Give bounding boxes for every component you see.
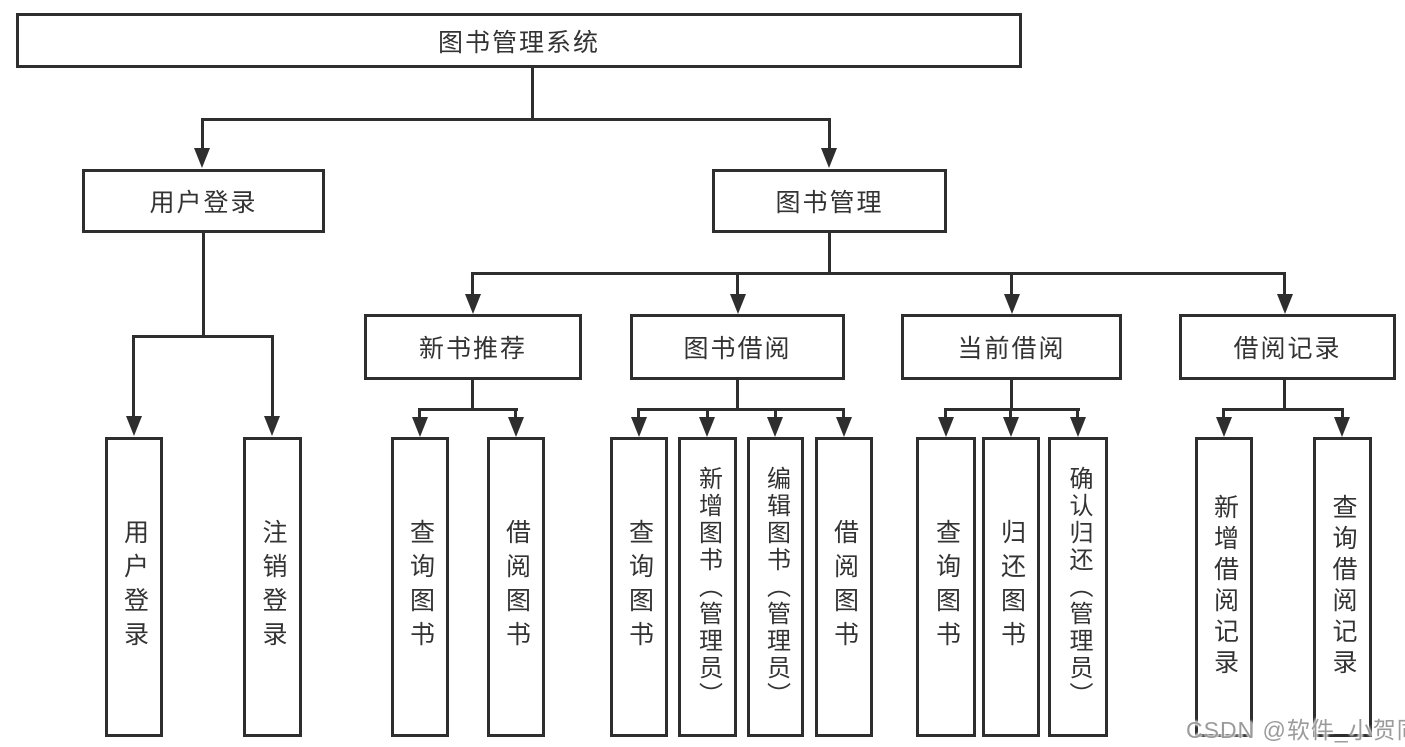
leaf-query-record-label: 查询借阅记录 [1329,494,1357,680]
arrowhead-down-icon [836,417,852,437]
connector-line [944,408,1080,411]
leaf-add-book-label: 新增图书（管理员） [694,465,722,709]
arrowhead-down-icon [264,416,280,436]
leaf-user-login-label: 用户登录 [120,519,149,655]
arrowhead-down-icon [412,417,428,437]
node-current-borrow-label: 当前借阅 [957,335,1066,363]
arrowhead-down-icon [730,294,746,314]
connector-line [471,378,474,411]
connector-line [1283,378,1286,411]
leaf-add-record-label: 新增借阅记录 [1210,494,1239,680]
connector-line [637,408,640,419]
leaf-query-book-2-label: 查询图书 [625,519,654,655]
arrowhead-down-icon [1216,417,1232,437]
connector-line [271,335,274,418]
connector-line [1222,408,1225,419]
leaf-query-book-1-label: 查询图书 [406,519,435,655]
connector-line [736,272,739,296]
arrowhead-down-icon [1004,294,1020,314]
node-new-book-rec-label: 新书推荐 [418,335,527,363]
node-root-label: 图书管理系统 [437,28,600,57]
node-borrow-record-label: 借阅记录 [1233,335,1342,363]
connector-line [1283,272,1286,296]
leaf-user-login: 用户登录 [105,437,163,737]
leaf-borrow-book-1-label: 借阅图书 [502,519,531,655]
arrowhead-down-icon [767,417,783,437]
connector-line [1222,408,1344,411]
node-book-borrow-label: 图书借阅 [683,335,792,363]
connector-line [201,118,204,150]
arrowhead-down-icon [1003,417,1019,437]
leaf-borrow-book-2: 借阅图书 [815,437,873,737]
connector-line [828,118,831,150]
leaf-query-book-3: 查询图书 [916,437,976,737]
connector-line [514,408,517,419]
arrowhead-down-icon [1070,417,1086,437]
arrowhead-down-icon [1277,294,1293,314]
arrowhead-down-icon [126,416,142,436]
leaf-query-book-1: 查询图书 [391,437,449,737]
leaf-edit-book: 编辑图书（管理员） [747,437,804,737]
watermark: CSDN @软件_小贺同学 [1186,717,1405,743]
node-user-login: 用户登录 [82,169,325,233]
connector-line [736,378,739,411]
connector-line [1010,272,1013,296]
leaf-borrow-book-1: 借阅图书 [487,437,545,737]
connector-line [1010,378,1013,411]
connector-line [842,408,845,419]
connector-line [201,118,831,121]
leaf-add-book: 新增图书（管理员） [678,437,737,737]
connector-line [1341,408,1344,419]
arrowhead-down-icon [465,294,481,314]
connector-line [418,408,421,419]
leaf-logout-label: 注销登录 [259,519,287,655]
connector-line [774,408,777,419]
connector-line [202,233,205,338]
connector-line [471,272,474,296]
leaf-add-record: 新增借阅记录 [1195,437,1253,737]
connector-line [637,408,845,411]
leaf-return-book: 归还图书 [982,437,1040,737]
leaf-borrow-book-2-label: 借阅图书 [830,519,859,655]
arrowhead-down-icon [194,148,210,168]
connector-line [706,408,709,419]
leaf-confirm-return: 确认归还（管理员） [1048,437,1108,737]
connector-line [132,335,135,418]
leaf-edit-book-label: 编辑图书（管理员） [762,465,790,709]
connector-line [1076,408,1079,419]
node-borrow-record: 借阅记录 [1179,314,1396,380]
leaf-logout: 注销登录 [243,437,302,737]
arrowhead-down-icon [699,417,715,437]
node-new-book-rec: 新书推荐 [364,314,582,380]
connector-line [944,408,947,419]
node-user-login-label: 用户登录 [149,189,258,217]
connector-line [471,272,1286,275]
node-book-mgmt: 图书管理 [712,169,947,233]
node-current-borrow: 当前借阅 [901,314,1122,380]
arrowhead-down-icon [938,417,954,437]
leaf-confirm-return-label: 确认归还（管理员） [1065,465,1092,709]
arrowhead-down-icon [508,417,524,437]
leaf-return-book-label: 归还图书 [997,519,1026,655]
node-book-mgmt-label: 图书管理 [775,189,884,217]
leaf-query-book-2: 查询图书 [610,437,668,737]
connector-line [132,335,274,338]
arrowhead-down-icon [1334,417,1350,437]
arrowhead-down-icon [821,148,837,168]
connector-line [828,233,831,275]
leaf-query-record: 查询借阅记录 [1313,437,1372,737]
node-root: 图书管理系统 [16,13,1022,68]
node-book-borrow: 图书借阅 [630,314,845,380]
arrowhead-down-icon [631,417,647,437]
leaf-query-book-3-label: 查询图书 [932,519,961,655]
connector-line [418,408,518,411]
connector-line [531,68,534,121]
connector-line [1009,408,1012,419]
